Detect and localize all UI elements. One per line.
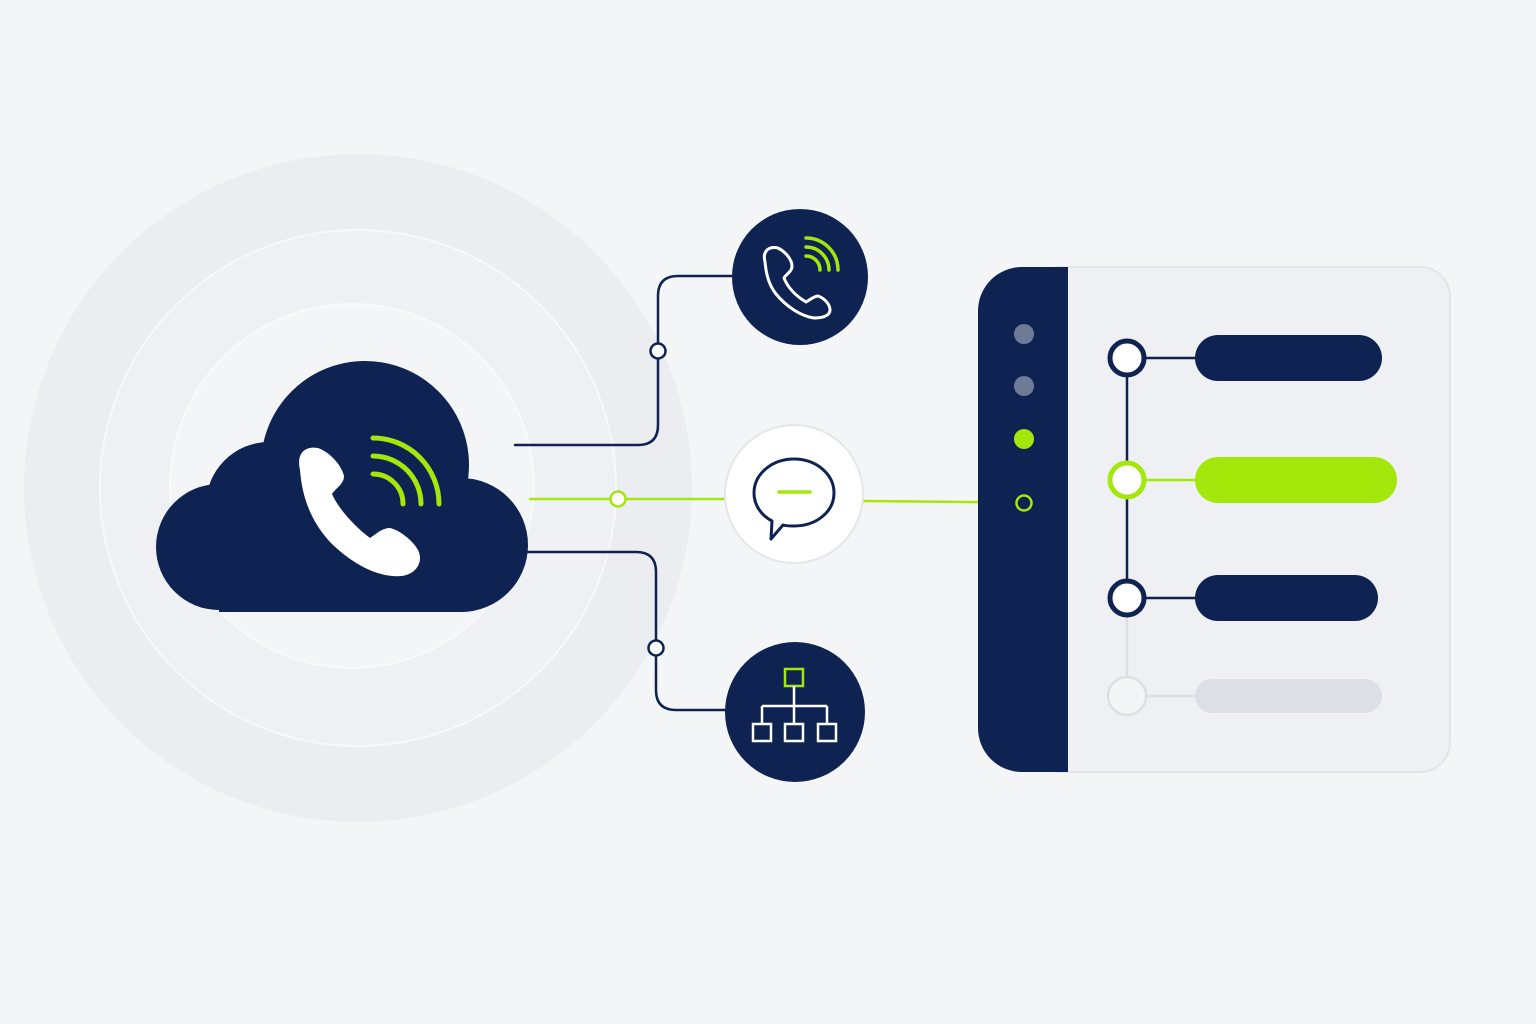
sidebar-dot-1[interactable]	[1014, 324, 1034, 344]
row-bar	[1195, 679, 1382, 713]
row-bar	[1195, 457, 1397, 503]
cloud-handset-icon	[299, 447, 421, 577]
row-node	[1107, 578, 1147, 618]
hierarchy-badge[interactable]	[725, 642, 865, 782]
connector-nodes	[609, 342, 667, 657]
row-bar	[1195, 575, 1378, 621]
connector-node-middle	[609, 490, 627, 508]
connector-node-bottom	[647, 639, 665, 657]
sidebar-dot-2[interactable]	[1014, 376, 1034, 396]
connector-top	[513, 274, 737, 447]
sidebar-dot-active[interactable]	[1014, 429, 1034, 449]
panel-sidebar	[978, 267, 1068, 772]
phone-signal-waves	[804, 236, 840, 272]
row-node	[1107, 460, 1147, 500]
chat-badge[interactable]	[724, 424, 864, 564]
org-hierarchy-icon	[751, 667, 838, 743]
connector-node-top	[649, 342, 667, 360]
chat-bubble-icon	[752, 457, 836, 541]
connector-lines	[513, 274, 1070, 712]
row-node	[1107, 338, 1147, 378]
list-row-2-active[interactable]	[1107, 457, 1397, 503]
sidebar-connector-node	[1015, 494, 1033, 512]
app-panel	[978, 266, 1451, 773]
list-row-3[interactable]	[1107, 575, 1378, 621]
list-row-1[interactable]	[1107, 335, 1382, 381]
cloud-signal-waves	[370, 435, 442, 507]
row-node	[1106, 675, 1148, 717]
list-row-4-inactive[interactable]	[1106, 675, 1382, 717]
row-bar	[1195, 335, 1382, 381]
cloud-phone-icon	[156, 361, 528, 612]
phone-call-badge[interactable]	[732, 209, 868, 345]
phone-call-icon	[762, 246, 832, 320]
connector-bottom	[518, 550, 730, 712]
